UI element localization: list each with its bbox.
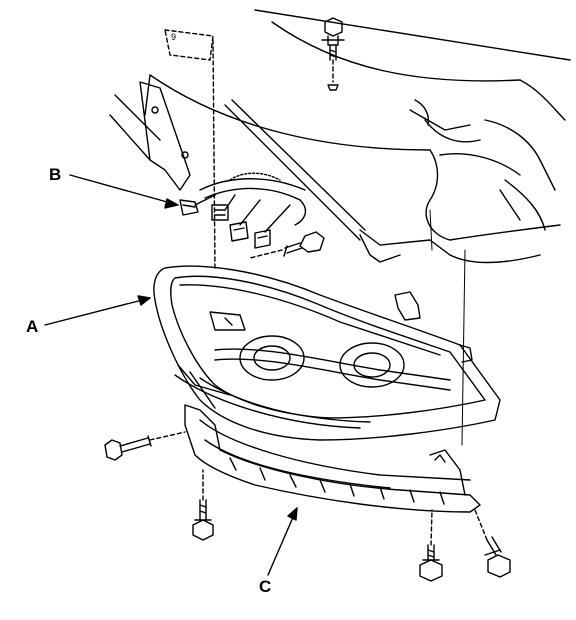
lower-left-bolt: [192, 469, 214, 541]
leader-arrow-a: [44, 295, 151, 326]
body-panel-lines: [109, 9, 571, 264]
connector-1: [179, 199, 199, 216]
left-bolt: [104, 431, 186, 461]
mid-bolt: [249, 231, 325, 259]
upper-mount-bracket: [139, 81, 481, 263]
lower-bracket: [184, 404, 481, 513]
connector-3: [229, 221, 249, 242]
callout-a-label: A: [26, 317, 39, 336]
leader-arrow-b: [69, 174, 179, 209]
reference-mark: 9: [171, 32, 177, 42]
callout-c-label: C: [259, 577, 272, 596]
callout-b-label: B: [49, 165, 62, 184]
headlight-assembly: [153, 265, 501, 441]
reference-box: [164, 29, 216, 271]
lower-right-bolt: [474, 509, 511, 578]
top-bolt: [321, 17, 345, 91]
connector-2: [211, 204, 229, 221]
connector-4: [254, 229, 271, 249]
leader-arrow-c: [267, 507, 298, 576]
alignment-lines: [429, 209, 466, 446]
wiring-harness: [194, 172, 307, 233]
lower-mid-bolt: [419, 509, 443, 582]
